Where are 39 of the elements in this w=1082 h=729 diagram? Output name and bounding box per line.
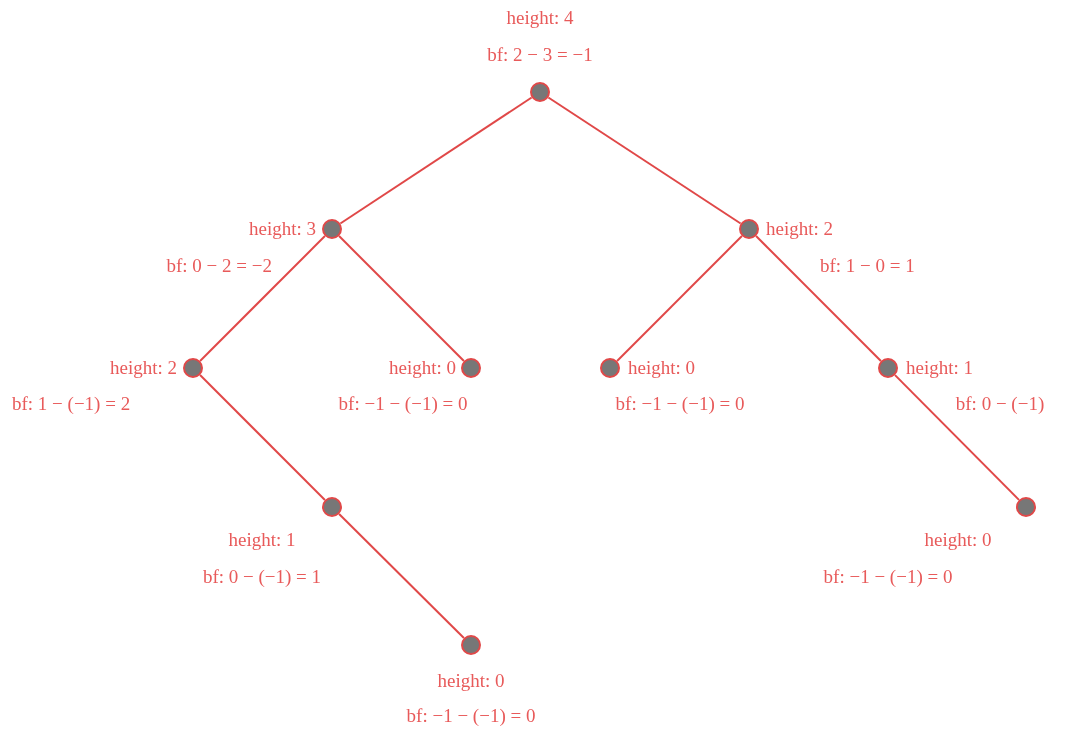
balance-factor-label: bf: −1 − (−1) = 0 [406, 705, 536, 727]
tree-node-circle [739, 219, 759, 239]
tree-edge [755, 235, 882, 362]
tree-edge [199, 374, 326, 501]
tree-node-circle [461, 358, 481, 378]
balance-factor-label: bf: −1 − (−1) = 0 [338, 393, 468, 415]
tree-edge [338, 235, 465, 362]
tree-node-circle [461, 635, 481, 655]
tree-edge [338, 513, 465, 639]
tree-edge [894, 374, 1020, 501]
balance-factor-label: bf: −1 − (−1) = 0 [823, 566, 953, 588]
balance-factor-label: bf: 1 − (−1) = 2 [12, 393, 131, 415]
tree-edge [339, 96, 533, 225]
tree-node-circle [183, 358, 203, 378]
height-label: height: 0 [628, 357, 696, 379]
height-label: height: 1 [228, 529, 296, 551]
tree-node-circle [1016, 497, 1036, 517]
balance-factor-label: bf: 2 − 3 = −1 [487, 44, 593, 66]
height-label: height: 2 [766, 218, 834, 240]
tree-node-circle [530, 82, 550, 102]
balance-factor-label: bf: −1 − (−1) = 0 [615, 393, 745, 415]
tree-node-circle [600, 358, 620, 378]
height-label: height: 1 [906, 357, 974, 379]
tree-edge [199, 235, 326, 362]
balance-factor-label: bf: 0 − (−1) = 1 [202, 566, 322, 588]
tree-node-circle [878, 358, 898, 378]
tree-node-circle [322, 219, 342, 239]
tree-edge [616, 235, 743, 362]
height-label: height: 4 [506, 7, 574, 29]
balance-factor-label: bf: 0 − 2 = −2 [166, 255, 272, 277]
height-label: height: 0 [437, 670, 505, 692]
height-label: height: 0 [924, 529, 992, 551]
balance-factor-label: bf: 1 − 0 = 1 [820, 255, 915, 277]
tree-node-circle [322, 497, 342, 517]
tree-edge [547, 96, 742, 225]
height-label: height: 0 [388, 357, 456, 379]
balance-factor-label: bf: 0 − (−1) [955, 393, 1045, 415]
height-label: height: 2 [109, 357, 177, 379]
height-label: height: 3 [248, 218, 316, 240]
